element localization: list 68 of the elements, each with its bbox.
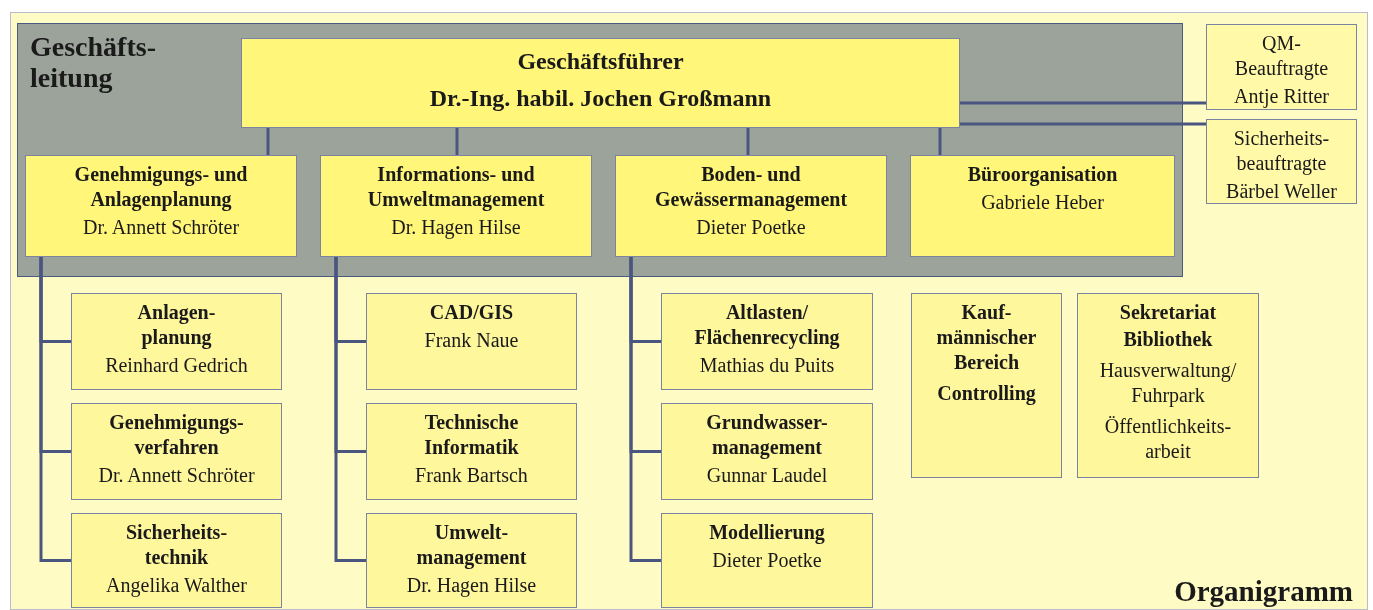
org-box [71, 513, 282, 608]
management-band [17, 23, 1183, 277]
org-box [910, 155, 1175, 257]
unit-heading: Altlasten/ Flächenrecycling [693, 300, 841, 350]
org-box [661, 403, 873, 500]
unit-heading: Bibliothek [1123, 327, 1213, 352]
unit-heading: Umwelt- management [415, 520, 528, 570]
connector-line [334, 257, 366, 562]
person-name: Frank Naue [424, 328, 519, 353]
unit-heading: Anlagen- planung [136, 300, 217, 350]
unit-heading: Modellierung [709, 520, 825, 545]
org-box [241, 38, 960, 128]
unit-heading: Informations- und Umweltmanagement [366, 162, 546, 212]
org-box [25, 155, 297, 257]
org-box [71, 293, 282, 390]
person-name: Gabriele Heber [981, 190, 1104, 215]
person-name: Gunnar Laudel [706, 463, 828, 488]
diagram-title: Organigramm [1174, 575, 1353, 608]
person-name: Dr. Hagen Hilse [391, 215, 521, 240]
connector-line [266, 128, 270, 155]
person-name: Sicherheits- beauftragte [1232, 126, 1331, 176]
unit-heading: Kauf- männischer Bereich [935, 300, 1038, 375]
org-box [366, 403, 577, 500]
org-box [366, 293, 577, 390]
org-box [320, 155, 592, 257]
person-name: Dr. Hagen Hilse [406, 573, 537, 598]
connector-line [960, 122, 1206, 126]
unit-heading: Sicherheits- technik [124, 520, 229, 570]
org-box [911, 293, 1062, 478]
person-name: Angelika Walther [106, 573, 247, 598]
connector-line [960, 101, 1206, 105]
org-box [661, 293, 873, 390]
unit-heading: Genehmigungs- verfahren [108, 410, 245, 460]
person-name: Antje Ritter [1234, 84, 1329, 109]
unit-heading: Büroorganisation [967, 162, 1118, 187]
unit-heading: Technische Informatik [423, 410, 520, 460]
person-name: Öffentlichkeits- arbeit [1103, 414, 1233, 464]
unit-heading: Sekretariat [1119, 300, 1217, 325]
person-name: Dieter Poetke [696, 215, 806, 240]
connector-line [746, 128, 750, 155]
org-box [1206, 24, 1357, 110]
unit-heading: Geschäftsführer [517, 47, 684, 76]
org-box [1206, 119, 1357, 204]
person-name: Dieter Poetke [712, 548, 822, 573]
connector-line [938, 128, 942, 155]
org-box [661, 513, 873, 608]
person-name: Bärbel Weller [1226, 179, 1337, 204]
person-name: QM- Beauftragte [1233, 31, 1330, 81]
unit-heading: Grundwasser- management [705, 410, 829, 460]
org-box [615, 155, 887, 257]
org-box [1077, 293, 1259, 478]
connector-line [629, 257, 661, 562]
connector-line [455, 128, 459, 155]
person-name: Mathias du Puits [699, 353, 835, 378]
unit-heading: Controlling [937, 381, 1036, 406]
person-name: Reinhard Gedrich [105, 353, 248, 378]
org-box [366, 513, 577, 608]
unit-heading: Genehmigungs- und Anlagenplanung [73, 162, 249, 212]
unit-heading: Boden- und Gewässermanagement [653, 162, 849, 212]
person-name: Frank Bartsch [415, 463, 528, 488]
org-box [71, 403, 282, 500]
unit-heading: CAD/GIS [429, 300, 514, 325]
unit-heading: Dr.-Ing. habil. Jochen Großmann [429, 83, 772, 113]
connector-line [39, 257, 71, 562]
person-name: Hausverwaltung/ Fuhrpark [1098, 358, 1238, 408]
person-name: Dr. Annett Schröter [82, 215, 240, 240]
person-name: Dr. Annett Schröter [98, 463, 255, 488]
unit-heading: Geschäfts- leitung [30, 32, 157, 94]
